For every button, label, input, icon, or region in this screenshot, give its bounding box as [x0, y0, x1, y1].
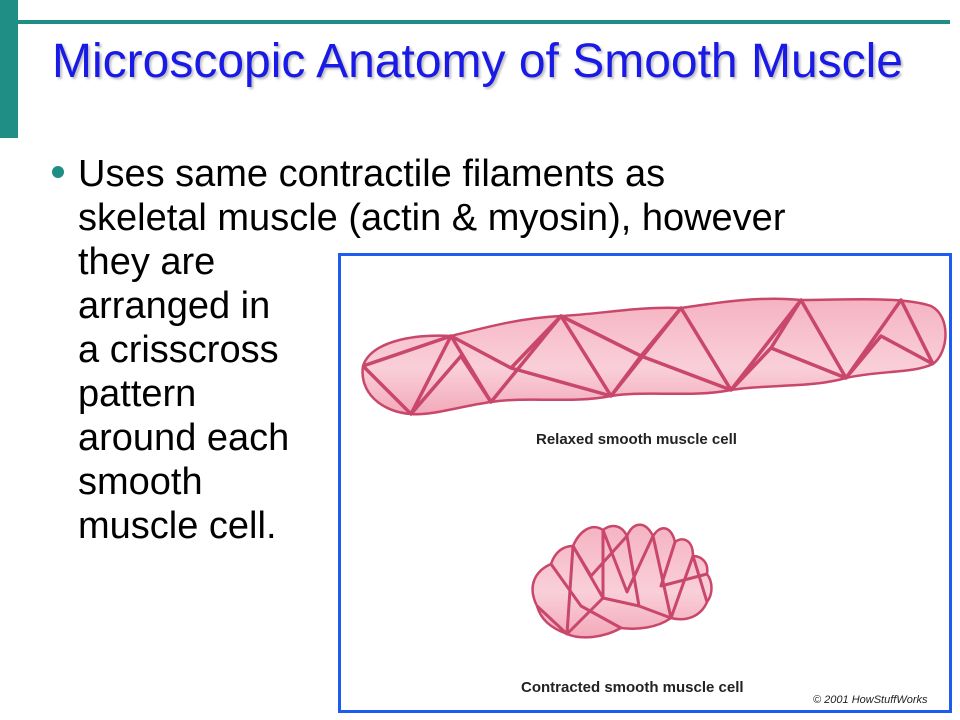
contracted-cell	[531, 523, 713, 639]
contracted-filaments	[535, 528, 709, 636]
bullet-line-5: a crisscross	[78, 329, 279, 371]
bullet-line-2: skeletal muscle (actin & myosin), howeve…	[78, 197, 786, 239]
bullet-line-9: muscle cell.	[78, 505, 277, 547]
contracted-caption: Contracted smooth muscle cell	[521, 679, 744, 696]
relaxed-cell-body	[361, 297, 947, 416]
bullet-line-7: around each	[78, 417, 290, 459]
bullet-line-1: Uses same contractile filaments as	[78, 153, 666, 195]
bullet-line-4: arranged in	[78, 285, 271, 327]
slide-title: Microscopic Anatomy of Smooth Muscle	[52, 35, 903, 88]
muscle-cell-illustration: Relaxed smooth muscle cell Contracted sm…	[361, 297, 947, 706]
copyright-text: © 2001 HowStuffWorks	[813, 694, 928, 706]
top-rule	[18, 20, 950, 24]
bullet-line-6: pattern	[78, 373, 197, 415]
muscle-cell-figure: Relaxed smooth muscle cell Contracted sm…	[338, 253, 952, 713]
relaxed-filaments	[361, 298, 935, 416]
accent-bar	[0, 0, 18, 138]
bullet-icon	[52, 166, 64, 178]
bullet-line-3: they are	[78, 241, 216, 283]
bullet-line-8: smooth	[78, 461, 203, 503]
relaxed-caption: Relaxed smooth muscle cell	[536, 431, 737, 448]
relaxed-cell	[361, 297, 947, 416]
